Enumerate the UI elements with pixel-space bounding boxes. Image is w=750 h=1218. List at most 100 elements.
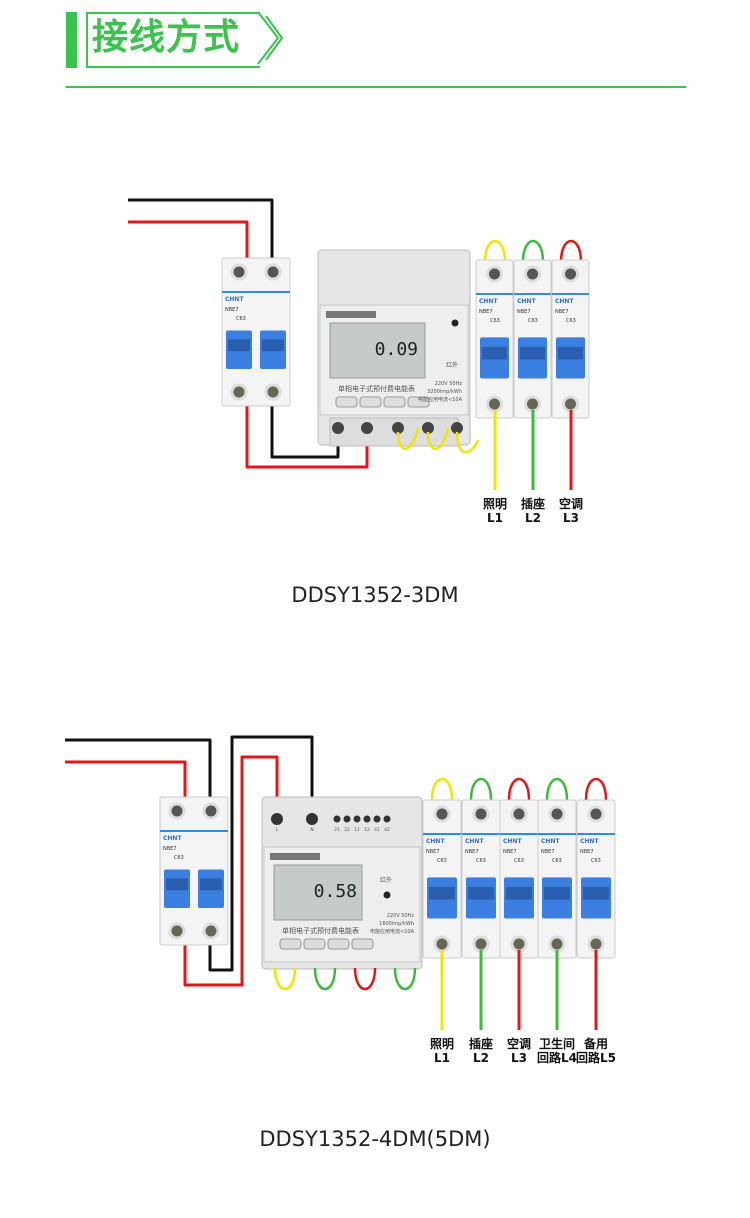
circuit-name: 照明 bbox=[483, 496, 507, 511]
breaker-model: NBE7 bbox=[555, 309, 569, 315]
circuit-line: 回路L5 bbox=[576, 1050, 616, 1065]
meter-key-button[interactable] bbox=[327, 938, 350, 950]
circuit-name: 卫生间 bbox=[539, 1036, 575, 1051]
neutral-input-wire bbox=[65, 738, 212, 800]
terminal-screw-icon bbox=[230, 263, 248, 281]
meter-key-button[interactable] bbox=[359, 396, 382, 408]
breaker-model: NBE7 bbox=[163, 846, 177, 852]
meter-caption: 单相电子式预付费电能表 bbox=[338, 384, 415, 393]
meter-key-button[interactable] bbox=[383, 396, 406, 408]
lcd-value: 0.58 bbox=[314, 881, 357, 902]
header-accent-bar bbox=[66, 12, 77, 68]
breaker-model: NBE7 bbox=[517, 309, 531, 315]
terminal-screw-icon bbox=[433, 935, 451, 953]
section-title: 接线方式 bbox=[92, 17, 241, 58]
pulse-led-icon bbox=[451, 319, 459, 327]
jumper-wire bbox=[559, 240, 583, 263]
header-frame bbox=[86, 12, 260, 68]
meter-key-button[interactable] bbox=[335, 396, 358, 408]
circuit-line: L2 bbox=[473, 1051, 489, 1065]
meter-key-button[interactable] bbox=[279, 938, 302, 950]
terminal-screw-icon bbox=[486, 265, 503, 283]
live-input-wire bbox=[128, 220, 249, 262]
breaker-model: NBE7 bbox=[503, 849, 517, 855]
lcd-value: 0.09 bbox=[375, 339, 418, 360]
live-input-wire bbox=[65, 760, 187, 800]
meter-terminal bbox=[271, 813, 283, 825]
header-divider bbox=[66, 86, 686, 88]
breaker-handle-grip bbox=[262, 339, 284, 352]
breaker-handle-grip bbox=[468, 886, 494, 900]
live-to-meter-wire bbox=[245, 400, 369, 469]
terminal-label: L bbox=[276, 827, 279, 833]
jumper-wire bbox=[545, 778, 569, 801]
jumper-wire bbox=[273, 967, 297, 990]
terminal-screw-icon bbox=[486, 395, 503, 413]
terminal-screw-icon bbox=[472, 805, 490, 823]
breaker-model: NBE7 bbox=[225, 307, 239, 313]
breaker-rating: C63 bbox=[174, 855, 184, 861]
breaker-handle-grip bbox=[482, 346, 507, 360]
breaker-model: NBE7 bbox=[465, 849, 479, 855]
lcd-display bbox=[329, 322, 426, 379]
breaker-brand: CHNT bbox=[225, 296, 244, 303]
meter-terminal bbox=[422, 422, 434, 434]
jumper-wire bbox=[393, 967, 417, 990]
terminal-screw-icon bbox=[562, 265, 579, 283]
circuit-line: L2 bbox=[525, 511, 541, 525]
breaker-handle-grip bbox=[520, 346, 545, 360]
chevron-right-icon bbox=[257, 11, 284, 65]
terminal-screw-icon bbox=[587, 805, 605, 823]
breaker-brand: CHNT bbox=[503, 838, 522, 845]
meter-key-button[interactable] bbox=[351, 938, 374, 950]
meter-key-button[interactable] bbox=[407, 396, 430, 408]
breaker-handle-grip bbox=[558, 346, 583, 360]
breaker-brand: CHNT bbox=[517, 298, 536, 305]
circuit-line: L1 bbox=[434, 1051, 450, 1065]
meter-terminal bbox=[363, 815, 371, 823]
circuit-line: L3 bbox=[511, 1051, 527, 1065]
terminal-screw-icon bbox=[264, 263, 282, 281]
breaker-model: NBE7 bbox=[580, 849, 594, 855]
breaker-model: NBE7 bbox=[541, 849, 555, 855]
meter-terminal bbox=[333, 815, 341, 823]
breaker-handle-grip bbox=[583, 886, 609, 900]
terminal-screw-icon bbox=[168, 922, 186, 940]
breaker-rating: C63 bbox=[437, 858, 447, 864]
breaker-brand: CHNT bbox=[555, 298, 574, 305]
infrared-label: 红外 bbox=[446, 361, 458, 369]
terminal-screw-icon bbox=[524, 395, 541, 413]
terminal-label: 12 bbox=[364, 827, 370, 833]
terminal-label: 11 bbox=[354, 827, 360, 833]
terminal-screw-icon bbox=[548, 935, 566, 953]
breaker-rating: C63 bbox=[236, 316, 246, 322]
breaker-brand: CHNT bbox=[580, 838, 599, 845]
circuit-line: 回路L4 bbox=[537, 1050, 577, 1065]
meter-terminal bbox=[383, 815, 391, 823]
breaker-rating: C63 bbox=[552, 858, 562, 864]
breaker-handle-grip bbox=[544, 886, 570, 900]
meter-spec: 1600imp/kWh bbox=[379, 921, 414, 927]
circuit-name: 插座 bbox=[469, 1036, 493, 1051]
terminal-screw-icon bbox=[264, 383, 282, 401]
meter-output-wires bbox=[396, 427, 480, 454]
terminal-screw-icon bbox=[524, 265, 541, 283]
terminal-screw-icon bbox=[562, 395, 579, 413]
infrared-label: 红外 bbox=[380, 876, 392, 884]
jumper-wire bbox=[313, 967, 337, 990]
meter-spec: 220V 50Hz bbox=[387, 913, 415, 919]
terminal-screw-icon bbox=[202, 922, 220, 940]
jumper-wire bbox=[507, 778, 531, 801]
meter-spec: 电能应用电流<10A bbox=[370, 928, 415, 935]
neutral-to-meter-wire bbox=[208, 735, 314, 972]
meter-key-button[interactable] bbox=[303, 938, 326, 950]
circuit-name: 空调 bbox=[507, 1036, 531, 1051]
